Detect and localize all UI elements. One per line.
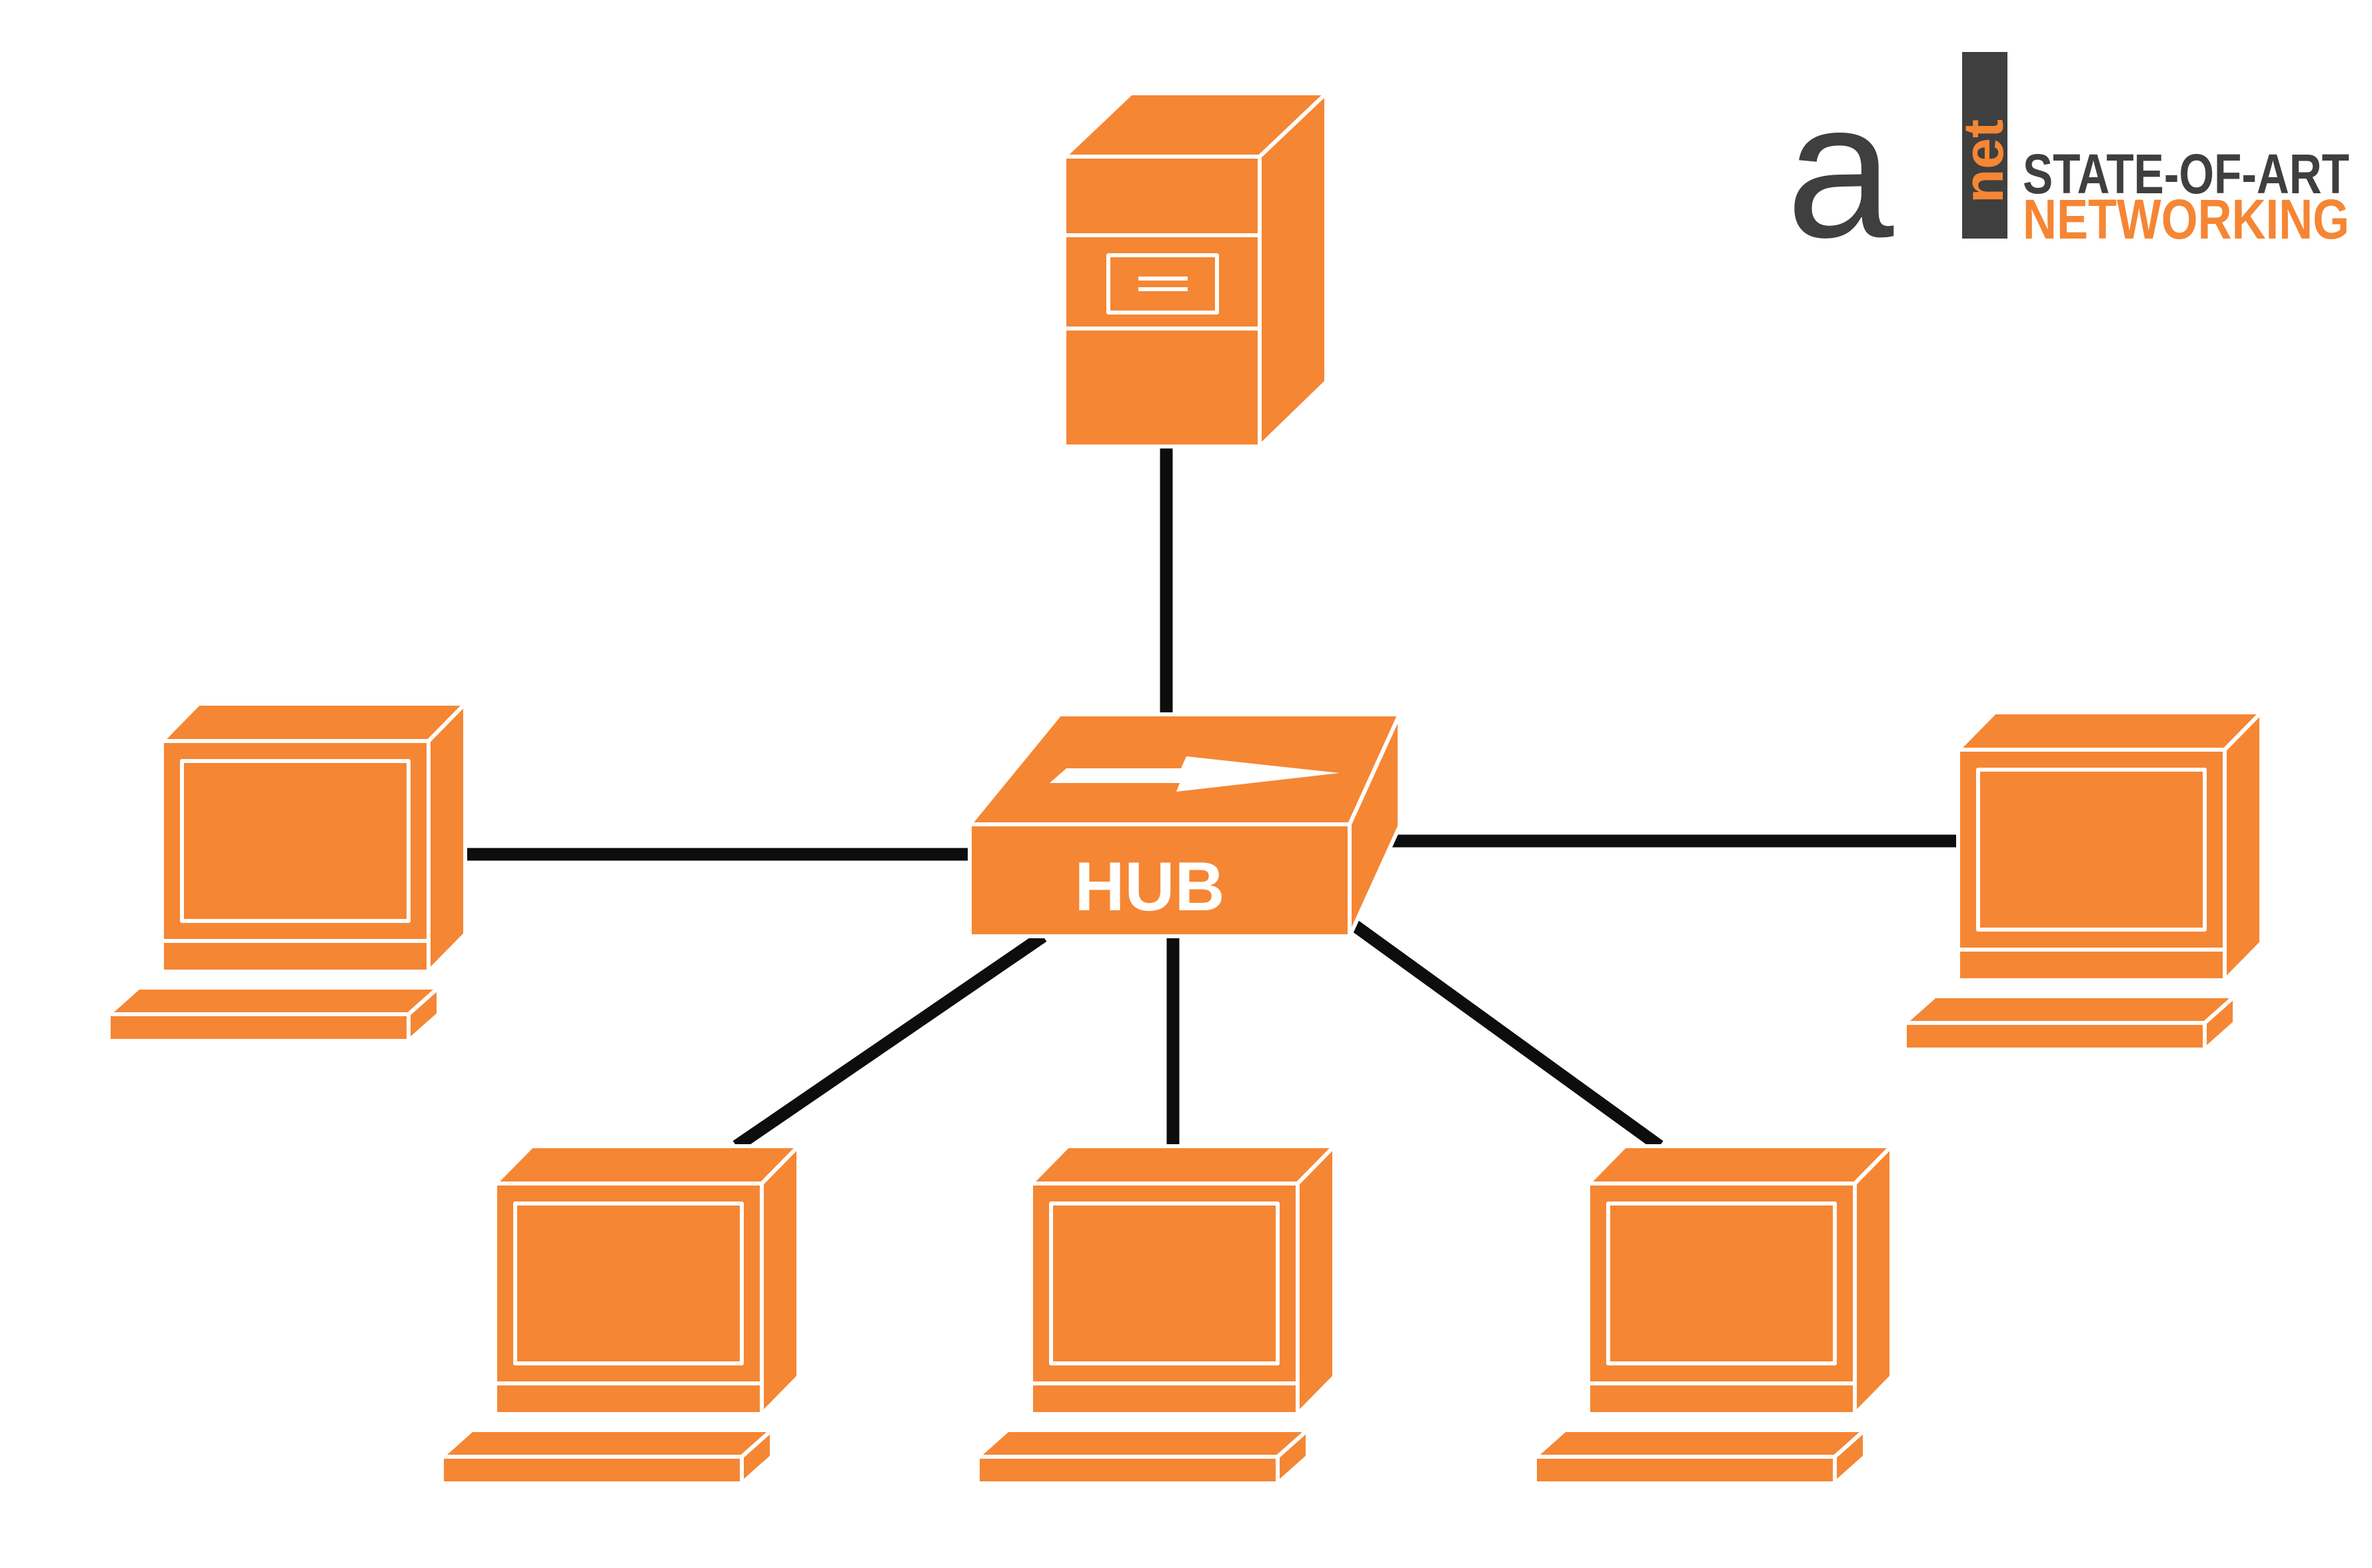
logo-tagline-line2: NETWORKING xyxy=(2023,188,2349,251)
server-tower-icon xyxy=(1062,91,1328,448)
hub-arrow-icon xyxy=(1050,756,1340,792)
logo-mark-suffix: net xyxy=(1952,119,2015,203)
cable-bottom-right-pc-hub xyxy=(1349,919,1664,1152)
cables xyxy=(467,445,1956,1152)
desktop-computer-icon xyxy=(109,704,465,1041)
logo-tagline-line1: STATE-OF-ART xyxy=(2023,143,2349,205)
desktop-computer-icon xyxy=(442,1146,798,1483)
cable-bottom-left-pc-hub xyxy=(732,931,1047,1152)
hub-label: HUB xyxy=(1074,848,1224,926)
logo-mark: a xyxy=(1786,62,1895,278)
desktop-computer-icon xyxy=(1905,712,2261,1050)
desktop-computer-icon xyxy=(1535,1146,1891,1483)
desktop-computer-icon xyxy=(978,1146,1334,1483)
hub-icon: HUB xyxy=(968,712,1402,938)
brand-logo: a net STATE-OF-ART NETWORKING xyxy=(1786,52,2349,278)
logo-mark-stem xyxy=(1962,52,2007,239)
